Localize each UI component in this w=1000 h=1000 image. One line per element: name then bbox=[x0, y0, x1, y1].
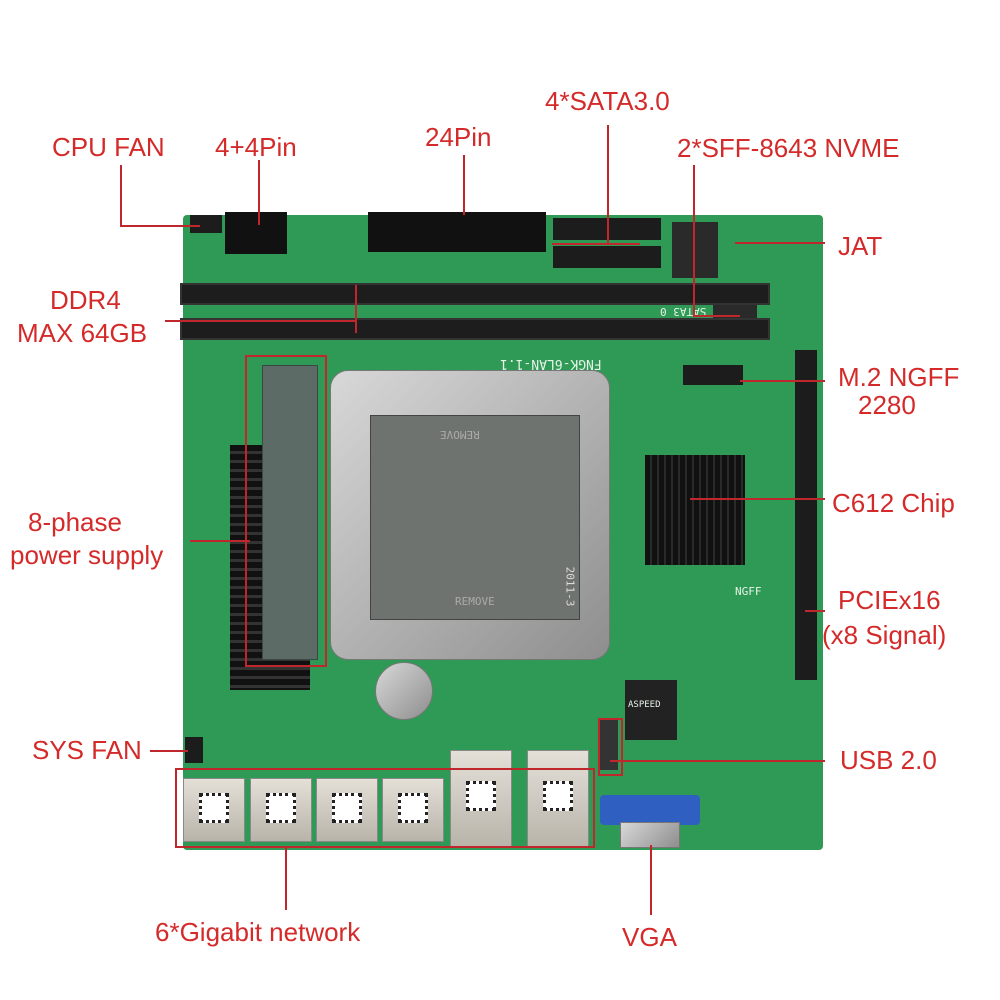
label-nvme: 2*SFF-8643 NVME bbox=[677, 133, 900, 163]
board-model-text: FNGK-6LAN-1.1 bbox=[500, 356, 602, 371]
sata-port bbox=[615, 246, 661, 268]
sys-fan-header bbox=[185, 737, 203, 763]
label-m2-size: 2280 bbox=[858, 390, 916, 420]
eps-connector bbox=[225, 212, 287, 254]
rj45-port bbox=[183, 778, 245, 842]
sff8643-port bbox=[672, 222, 718, 278]
vrm-chokes bbox=[262, 365, 318, 660]
label-jat: JAT bbox=[838, 231, 883, 261]
atx-24pin-connector bbox=[368, 212, 546, 252]
rj45-port bbox=[382, 778, 444, 842]
usb-header bbox=[598, 720, 618, 770]
vga-port bbox=[600, 795, 700, 825]
label-24pin: 24Pin bbox=[425, 122, 492, 152]
bmc-chip bbox=[625, 680, 677, 740]
socket-text: 2011-3 bbox=[563, 566, 577, 607]
label-cpu-fan: CPU FAN bbox=[52, 132, 165, 162]
label-usb: USB 2.0 bbox=[840, 745, 937, 775]
cmos-battery bbox=[375, 662, 433, 720]
label-m2: M.2 NGFF bbox=[838, 362, 960, 392]
remove-text: REMOVE bbox=[455, 595, 495, 608]
rj45-port bbox=[250, 778, 312, 842]
bmc-text: ASPEED bbox=[628, 700, 661, 710]
pcie-slot bbox=[795, 350, 817, 680]
label-vrm: 8-phase bbox=[28, 507, 122, 537]
label-ddr4-max: MAX 64GB bbox=[17, 318, 148, 348]
label-pcie: PCIEx16 bbox=[838, 585, 941, 615]
sata-port bbox=[553, 246, 633, 268]
rj45-port bbox=[316, 778, 378, 842]
ngff-text: NGFF bbox=[735, 585, 762, 598]
label-sata: 4*SATA3.0 bbox=[545, 86, 670, 116]
cpu-fan-header bbox=[190, 215, 222, 233]
sata-port bbox=[553, 218, 633, 240]
chipset-heatsink bbox=[645, 455, 745, 565]
dimm-slot bbox=[180, 318, 770, 340]
remove-text: REMOVE bbox=[440, 428, 480, 441]
rj45-port bbox=[450, 750, 512, 848]
m2-slot bbox=[683, 365, 743, 385]
label-sys-fan: SYS FAN bbox=[32, 735, 142, 765]
label-pcie-signal: (x8 Signal) bbox=[822, 620, 947, 650]
cpu-socket-cover bbox=[370, 415, 580, 620]
label-vrm-2: power supply bbox=[10, 540, 164, 570]
sata-port bbox=[615, 218, 661, 240]
label-4-4pin: 4+4Pin bbox=[215, 132, 297, 162]
label-vga: VGA bbox=[622, 922, 677, 952]
label-network: 6*Gigabit network bbox=[155, 917, 361, 947]
dimm-slot bbox=[180, 283, 770, 305]
label-ddr4: DDR4 bbox=[50, 285, 121, 315]
label-chipset: C612 Chip bbox=[832, 488, 955, 518]
